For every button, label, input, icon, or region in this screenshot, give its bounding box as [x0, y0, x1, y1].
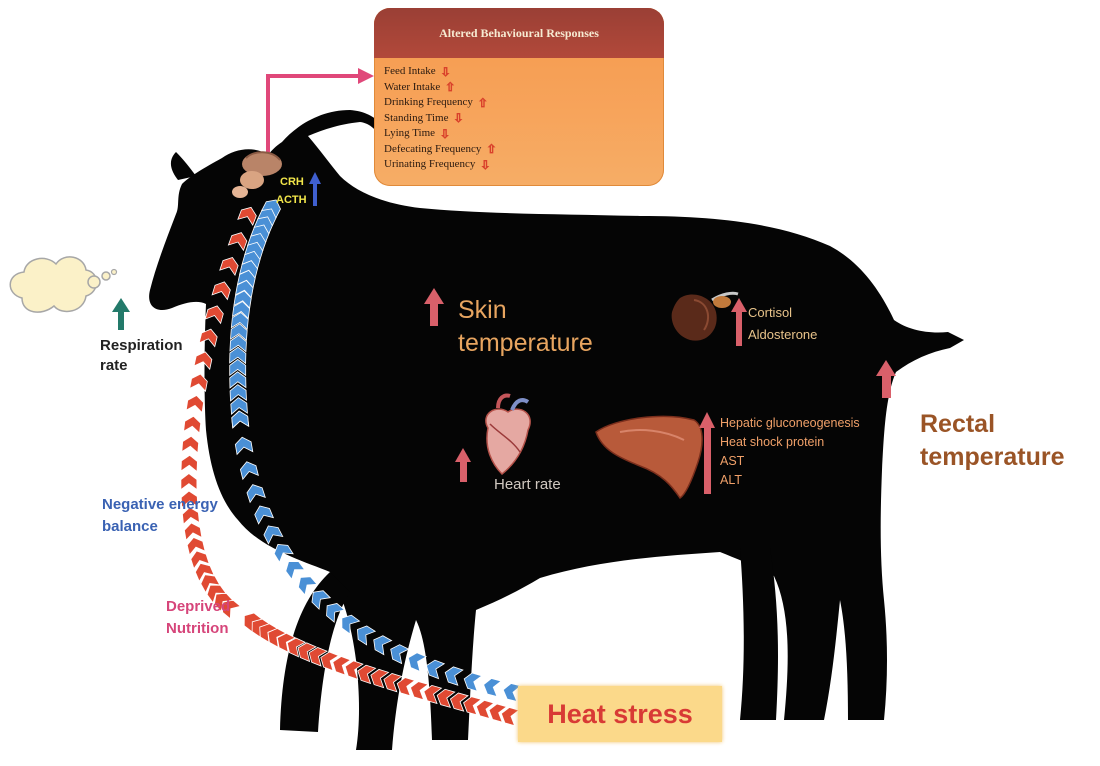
behaviour-item-label: Lying Time [384, 126, 435, 142]
skin-temperature-label: Skin temperature [458, 294, 593, 360]
behaviour-item: Water Intake ⇧ [384, 80, 664, 96]
heart-rate-label: Heart rate [494, 476, 561, 493]
behaviour-box-title: Altered Behavioural Responses [374, 8, 664, 58]
behaviour-item-label: Defecating Frequency [384, 142, 481, 158]
rectal-temperature-label: Rectal temperature [920, 408, 1065, 474]
behaviour-item-label: Feed Intake [384, 64, 436, 80]
liver-effect-item: Hepatic gluconeogenesis [720, 414, 860, 433]
up-arrow-icon: ⇧ [486, 143, 496, 155]
red-chevron-mark [186, 394, 204, 412]
red-chevron-mark [181, 474, 197, 490]
heat-stress-box: Heat stress [518, 686, 722, 742]
energy-line1: Negative energy [102, 494, 218, 516]
blue-chevron-mark [482, 677, 502, 697]
up-arrow-icon: ⇧ [478, 97, 488, 109]
respiration-up-arrow [112, 298, 130, 330]
respiration-line2: rate [100, 356, 183, 376]
deprived-nutrition-label: Deprived Nutrition [166, 596, 230, 640]
behaviour-item: Lying Time ⇩ [384, 126, 664, 142]
respiration-line1: Respiration [100, 336, 183, 356]
behaviour-list: Feed Intake ⇩ Water Intake ⇧ Drinking Freq… [374, 58, 664, 173]
cortisol-label: Cortisol [748, 302, 817, 324]
behaviour-item: Feed Intake ⇩ [384, 64, 664, 80]
rectal-line2: temperature [920, 441, 1065, 474]
heat-stress-label: Heat stress [518, 686, 722, 742]
down-arrow-icon: ⇩ [440, 128, 450, 140]
behaviour-item-label: Drinking Frequency [384, 95, 473, 111]
liver-effect-item: AST [720, 452, 860, 471]
behaviour-item-label: Standing Time [384, 111, 449, 127]
nutrition-line1: Deprived [166, 596, 230, 618]
adrenal-hormones-label: Cortisol Aldosterone [748, 302, 817, 346]
energy-line2: balance [102, 516, 218, 538]
acth-label: ACTH [276, 194, 307, 206]
red-chevron-mark [182, 436, 199, 453]
behaviour-item: Defecating Frequency ⇧ [384, 142, 664, 158]
behaviour-item: Standing Time ⇩ [384, 111, 664, 127]
skin-line1: Skin [458, 294, 593, 327]
crh-label: CRH [280, 176, 304, 188]
down-arrow-icon: ⇩ [441, 66, 451, 78]
blue-chevron-mark [405, 650, 426, 671]
nutrition-line2: Nutrition [166, 618, 230, 640]
up-arrow-icon: ⇧ [445, 81, 455, 93]
behaviour-item-label: Water Intake [384, 80, 440, 96]
red-chevron-mark [184, 415, 202, 433]
liver-effect-item: Heat shock protein [720, 433, 860, 452]
behaviour-responses-box: Altered Behavioural Responses Feed Intak… [374, 8, 664, 186]
connector-arrowhead [358, 68, 374, 84]
skin-line2: temperature [458, 327, 593, 360]
down-arrow-icon: ⇩ [480, 159, 490, 171]
behaviour-item-label: Urinating Frequency [384, 157, 475, 173]
negative-energy-label: Negative energy balance [102, 494, 218, 538]
behaviour-item: Drinking Frequency ⇧ [384, 95, 664, 111]
aldosterone-label: Aldosterone [748, 324, 817, 346]
red-chevron-mark [181, 455, 198, 472]
liver-effects-list: Hepatic gluconeogenesis Heat shock prote… [720, 414, 860, 490]
breath-cloud-icon [10, 257, 116, 312]
respiration-label: Respiration rate [100, 336, 183, 376]
liver-effect-item: ALT [720, 471, 860, 490]
down-arrow-icon: ⇩ [454, 112, 464, 124]
rectal-line1: Rectal [920, 408, 1065, 441]
behaviour-item: Urinating Frequency ⇩ [384, 157, 664, 173]
